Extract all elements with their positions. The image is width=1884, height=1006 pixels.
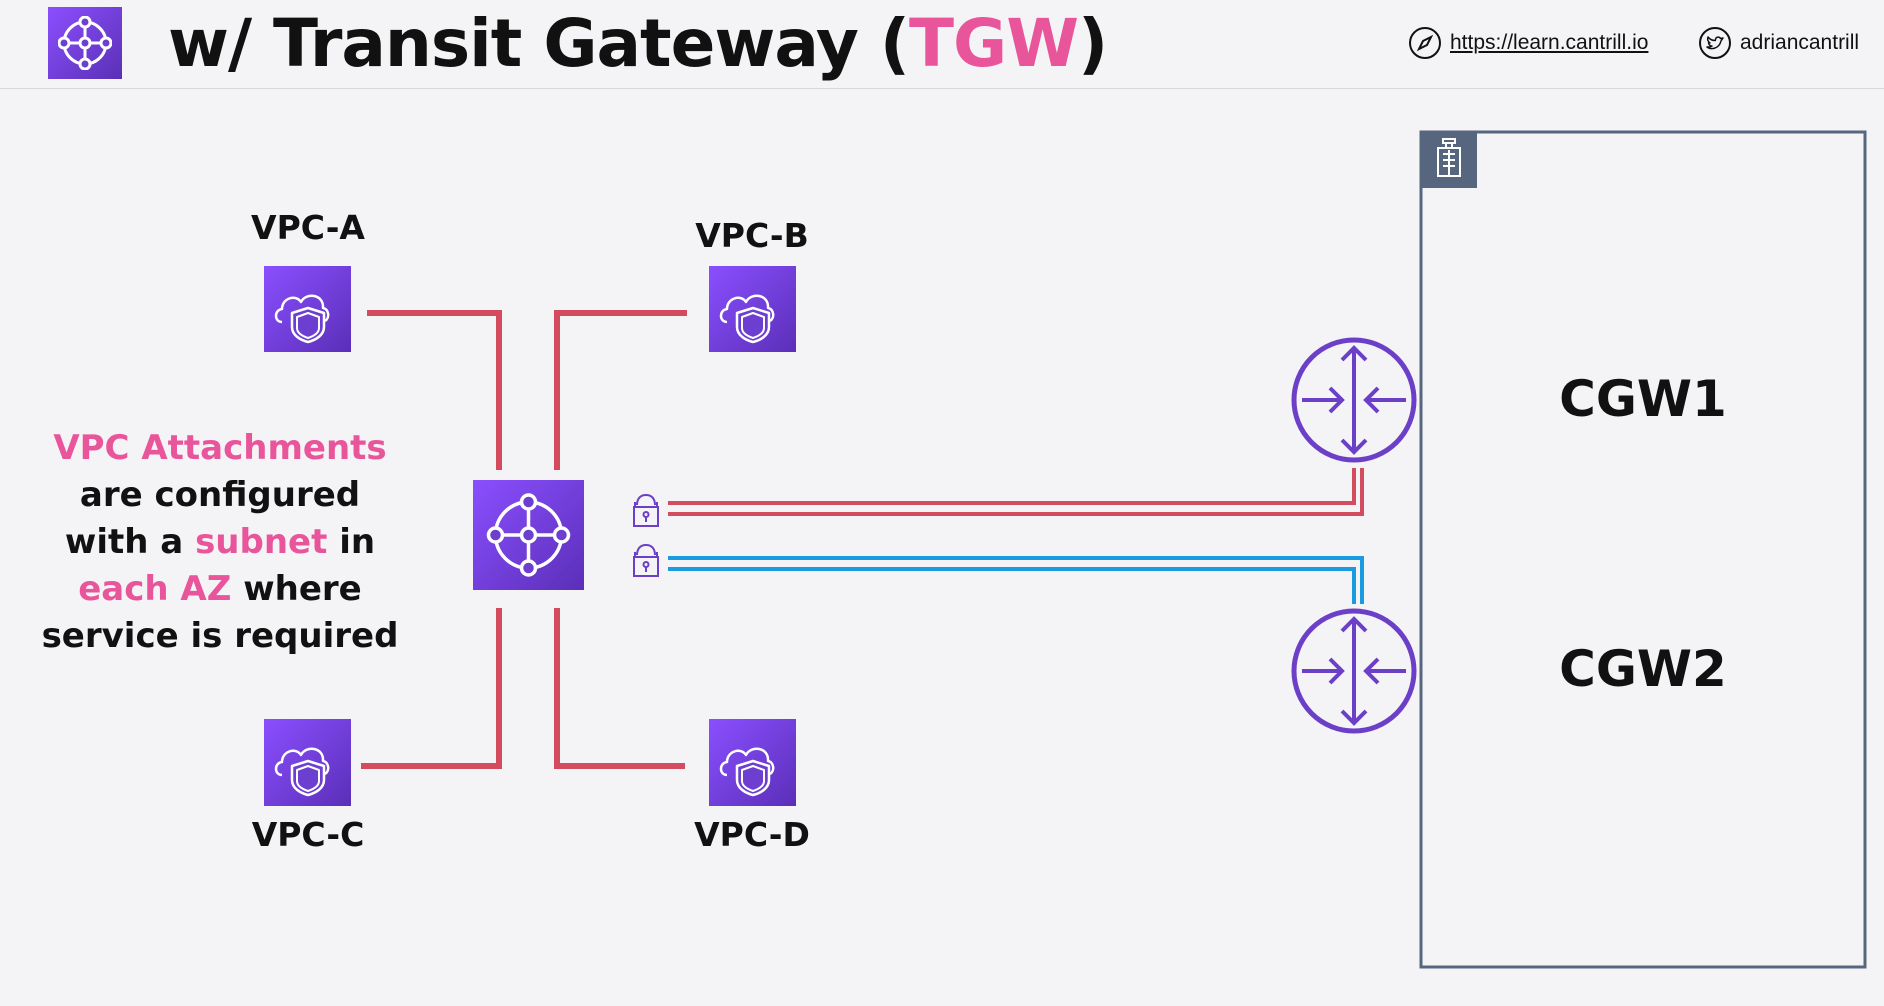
- caption-text: in: [327, 522, 376, 562]
- cgw1-router-icon: [1294, 340, 1414, 460]
- transit-gateway-icon: [473, 480, 584, 590]
- vpn-connection-cgw1: [668, 468, 1364, 516]
- attachment-line-vpc-d: [554, 608, 685, 769]
- transit-gateway-icon: [58, 16, 112, 70]
- caption-text: where: [231, 569, 362, 609]
- building-icon: [1421, 132, 1477, 188]
- corporate-data-center-box: [1419, 130, 1867, 969]
- twitter-link[interactable]: adriancantrill: [1698, 26, 1859, 60]
- caption-text: with a: [64, 522, 196, 562]
- cgw2-label: CGW2: [1559, 640, 1727, 698]
- title-accent: TGW: [909, 5, 1079, 82]
- vpc-c-label: VPC-C: [251, 815, 365, 854]
- transit-gateway-logo: [48, 7, 122, 79]
- vpc-a-icon: [264, 266, 351, 352]
- attachment-caption: VPC Attachments are configured with a su…: [40, 425, 400, 660]
- course-link[interactable]: https://learn.cantrill.io: [1408, 26, 1648, 60]
- attachment-line-vpc-b: [554, 310, 687, 470]
- caption-highlight: VPC Attachments: [53, 428, 387, 468]
- cgw2-router-icon: [1294, 611, 1414, 731]
- header-bar: w/ Transit Gateway (TGW) https://learn.c…: [0, 0, 1884, 89]
- vpn-lock-icon: [633, 544, 659, 577]
- vpc-d-icon: [709, 719, 796, 806]
- attachment-line-vpc-a: [367, 310, 502, 470]
- caption-highlight: each AZ: [78, 569, 232, 609]
- vpc-d-label: VPC-D: [694, 815, 810, 854]
- vpc-a-label: VPC-A: [251, 208, 365, 247]
- caption-highlight: subnet: [195, 522, 328, 562]
- twitter-handle[interactable]: adriancantrill: [1740, 31, 1860, 54]
- twitter-bird-icon: [1699, 27, 1731, 59]
- vpc-b-icon: [709, 266, 796, 352]
- caption-text: are configured: [79, 475, 361, 515]
- vpn-lock-icon: [633, 494, 659, 527]
- vpc-c-icon: [264, 719, 351, 806]
- title-prefix: w/ Transit Gateway (: [168, 5, 910, 82]
- course-url[interactable]: https://learn.cantrill.io: [1450, 31, 1649, 54]
- caption-text: service is required: [41, 616, 399, 656]
- compass-icon: [1409, 27, 1441, 59]
- title-suffix: ): [1078, 5, 1108, 82]
- vpn-connection-cgw2: [668, 556, 1364, 604]
- vpc-b-label: VPC-B: [695, 216, 809, 255]
- vpc-attachment-lines: [361, 310, 687, 769]
- cgw1-label: CGW1: [1559, 370, 1727, 428]
- page-title: w/ Transit Gateway (TGW): [168, 2, 1108, 86]
- attachment-line-vpc-c: [361, 608, 502, 769]
